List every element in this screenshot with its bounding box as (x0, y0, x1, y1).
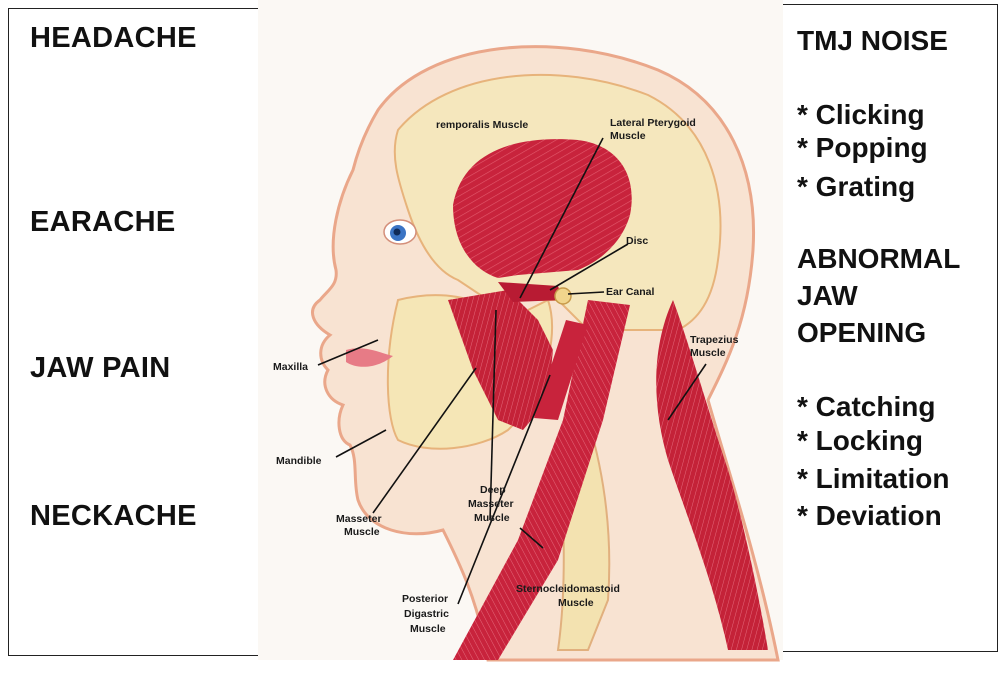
label-sternocleidomastoid-1: Sternocleidomastoid (516, 583, 620, 595)
label-trapezius-2: Muscle (690, 347, 726, 359)
noise-item-grating: * Grating (797, 171, 915, 203)
opening-item-deviation: * Deviation (797, 500, 942, 532)
label-ear-canal: Ear Canal (606, 286, 655, 298)
label-trapezius-1: Trapezius (690, 334, 739, 346)
label-posterior-digastric-2: Digastric (404, 608, 449, 620)
pupil (394, 229, 401, 236)
label-maxilla: Maxilla (273, 361, 308, 373)
label-lateral-pterygoid-2: Muscle (610, 130, 646, 142)
ear-canal-shape (555, 288, 571, 304)
opening-item-limitation: * Limitation (797, 463, 949, 495)
label-deep-masseter-3: Muscle (474, 512, 510, 524)
head-neck-anatomy-illustration: remporalis Muscle Lateral Pterygoid Musc… (258, 0, 783, 678)
abnormal-opening-title-3: OPENING (797, 317, 926, 349)
symptoms-panel (8, 8, 266, 656)
symptom-neckache: NECKACHE (30, 500, 197, 533)
noise-item-clicking: * Clicking (797, 99, 925, 131)
label-masseter-2: Muscle (344, 526, 380, 538)
opening-item-catching: * Catching (797, 391, 935, 423)
label-posterior-digastric-3: Muscle (410, 623, 446, 635)
symptom-jaw-pain: JAW PAIN (30, 352, 170, 385)
tmj-noise-title: TMJ NOISE (797, 25, 948, 57)
label-disc: Disc (626, 235, 648, 247)
abnormal-opening-title-2: JAW (797, 280, 858, 312)
label-deep-masseter-1: Deep (480, 484, 506, 496)
noise-item-popping: * Popping (797, 132, 928, 164)
symptom-headache: HEADACHE (30, 22, 197, 55)
symptom-earache: EARACHE (30, 206, 176, 239)
label-mandible: Mandible (276, 455, 322, 467)
opening-item-locking: * Locking (797, 425, 923, 457)
label-lateral-pterygoid-1: Lateral Pterygoid (610, 117, 696, 129)
label-temporalis: remporalis Muscle (436, 119, 528, 131)
signs-panel: TMJ NOISE * Clicking * Popping * Grating… (776, 4, 998, 652)
label-posterior-digastric-1: Posterior (402, 593, 448, 605)
label-deep-masseter-2: Masseter (468, 498, 514, 510)
abnormal-opening-title-1: ABNORMAL (797, 243, 960, 275)
label-masseter-1: Masseter (336, 513, 382, 525)
label-sternocleidomastoid-2: Muscle (558, 597, 594, 609)
